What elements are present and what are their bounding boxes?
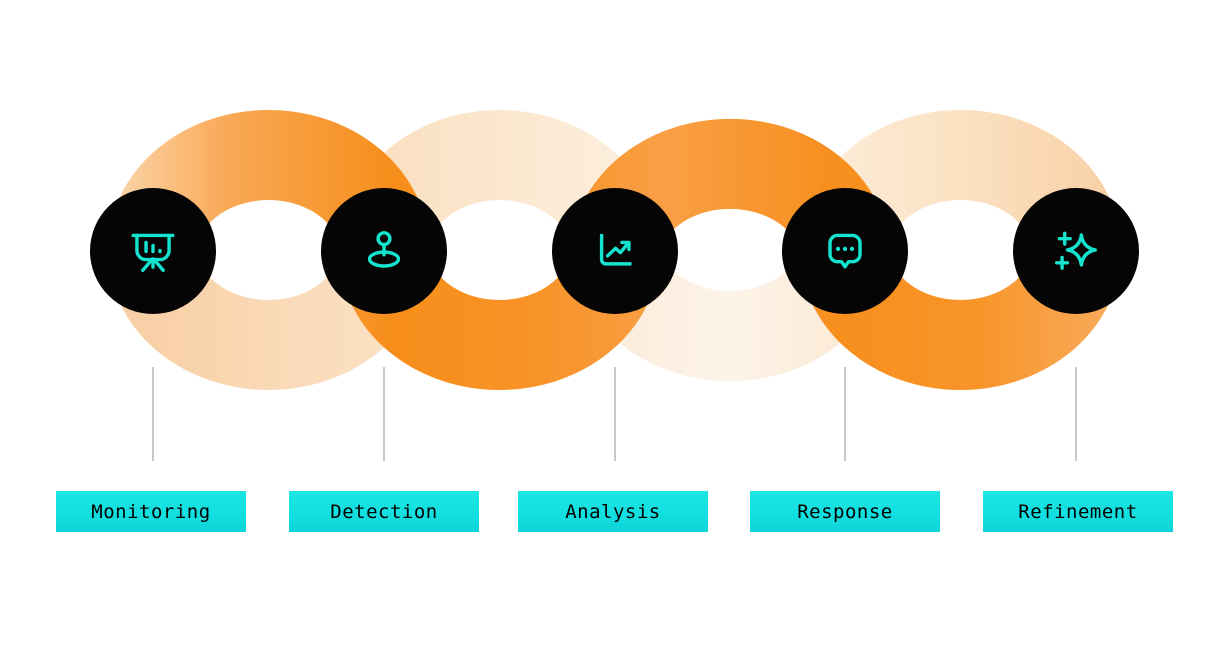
stage-label-refinement: Refinement (983, 491, 1173, 532)
stage-node-analysis (552, 188, 678, 314)
sparkle-icon (1055, 231, 1097, 270)
stage-label-response: Response (750, 491, 940, 532)
stage-node-refinement (1013, 188, 1139, 314)
stage-node-monitoring (90, 188, 216, 314)
stage-label-detection: Detection (289, 491, 479, 532)
chat-bubble-icon (828, 233, 862, 269)
stage-label-text: Response (797, 500, 893, 523)
stage-label-text: Analysis (565, 500, 661, 523)
stage-label-text: Detection (330, 500, 438, 523)
location-pin-icon (367, 231, 401, 268)
stage-label-analysis: Analysis (518, 491, 708, 532)
stage-node-response (782, 188, 908, 314)
trend-chart-icon (599, 233, 632, 266)
stage-node-detection (321, 188, 447, 314)
presentation-chart-icon (131, 233, 175, 272)
stage-label-text: Monitoring (91, 500, 211, 523)
stage-label-monitoring: Monitoring (56, 491, 246, 532)
stage-label-text: Refinement (1018, 500, 1138, 523)
